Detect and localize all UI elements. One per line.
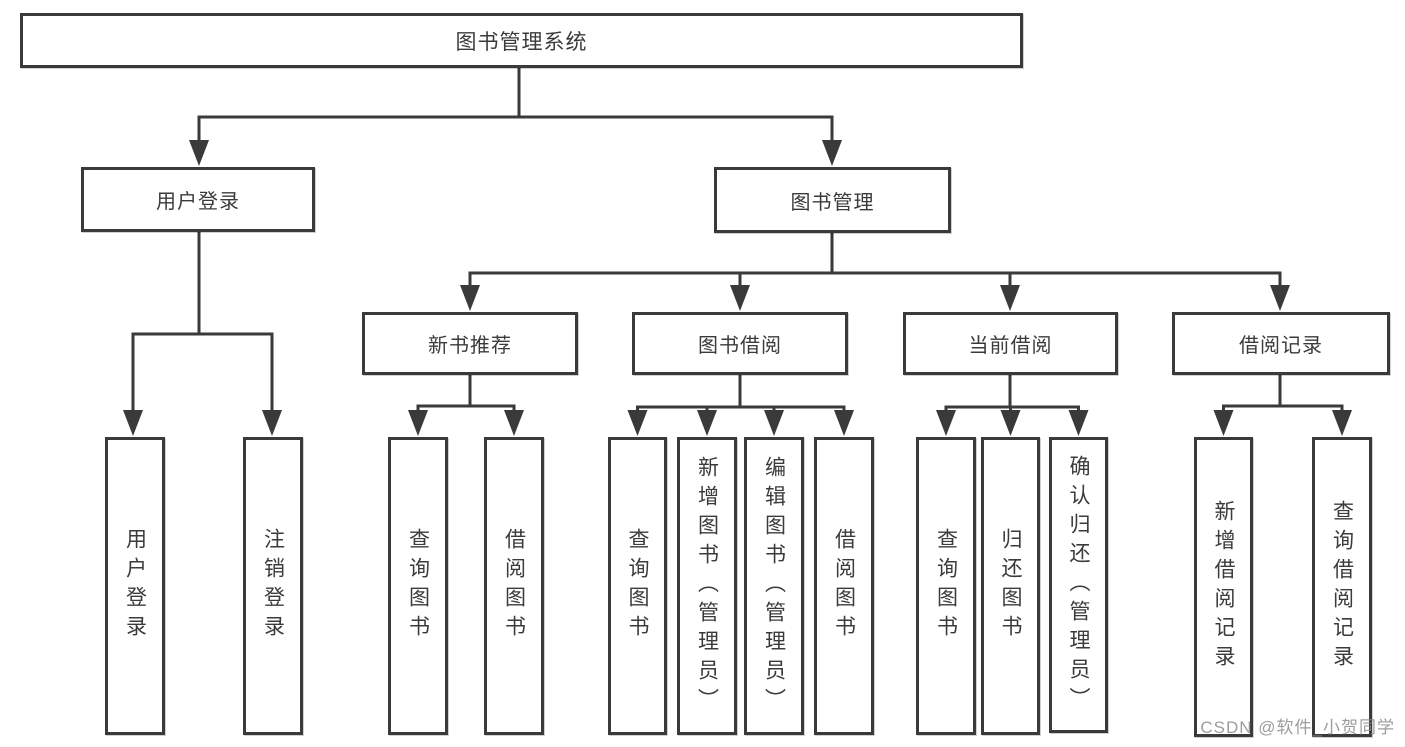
node-user-login: 用户登录: [81, 167, 315, 232]
node-borrow-records: 借阅记录: [1172, 312, 1390, 375]
node-label: 图书管理: [790, 191, 875, 214]
node-new-book-recommend: 新书推荐: [362, 312, 578, 375]
node-label: 归还图书: [999, 528, 1022, 644]
leaf-user-login: 用户登录: [105, 437, 165, 735]
leaf-query-books-borrow: 查询图书: [608, 437, 667, 735]
leaf-query-borrow-record: 查询借阅记录: [1312, 437, 1372, 737]
leaf-edit-books-admin: 编辑图书（管理员）: [744, 437, 804, 735]
leaf-add-books-admin: 新增图书（管理员）: [677, 437, 737, 735]
node-label: 用户登录: [123, 528, 147, 644]
node-label: 当前借阅: [968, 335, 1053, 357]
node-label: 新增图书（管理员）: [695, 455, 719, 717]
csdn-watermark: CSDN @软件_小贺同学: [1200, 718, 1395, 737]
leaf-add-borrow-record: 新增借阅记录: [1194, 437, 1253, 737]
node-label: 查询借阅记录: [1330, 500, 1354, 674]
node-book-borrow: 图书借阅: [632, 312, 848, 375]
leaf-return-books: 归还图书: [981, 437, 1040, 735]
node-label: 图书管理系统: [455, 30, 588, 54]
node-label: 借阅记录: [1239, 335, 1323, 357]
node-label: 确认归还（管理员）: [1067, 454, 1090, 716]
node-label: 查询图书: [626, 528, 649, 644]
node-label: 新书推荐: [428, 335, 512, 357]
leaf-query-books-current: 查询图书: [916, 437, 976, 735]
node-label: 编辑图书（管理员）: [762, 455, 786, 717]
node-label: 查询图书: [934, 528, 958, 644]
leaf-query-books-recommend: 查询图书: [388, 437, 448, 735]
node-book-management: 图书管理: [714, 167, 951, 233]
leaf-confirm-return-admin: 确认归还（管理员）: [1049, 437, 1108, 733]
node-label: 借阅图书: [502, 528, 526, 644]
node-label: 查询图书: [406, 528, 430, 644]
node-current-borrow: 当前借阅: [903, 312, 1118, 375]
node-label: 新增借阅记录: [1212, 500, 1235, 674]
leaf-borrow-books-recommend: 借阅图书: [484, 437, 544, 735]
node-label: 借阅图书: [832, 528, 856, 644]
node-label: 图书借阅: [698, 335, 782, 357]
node-label: 用户登录: [156, 191, 240, 213]
node-root-system: 图书管理系统: [20, 13, 1023, 68]
leaf-logout: 注销登录: [243, 437, 303, 735]
node-label: 注销登录: [261, 528, 285, 644]
leaf-borrow-books: 借阅图书: [814, 437, 874, 735]
